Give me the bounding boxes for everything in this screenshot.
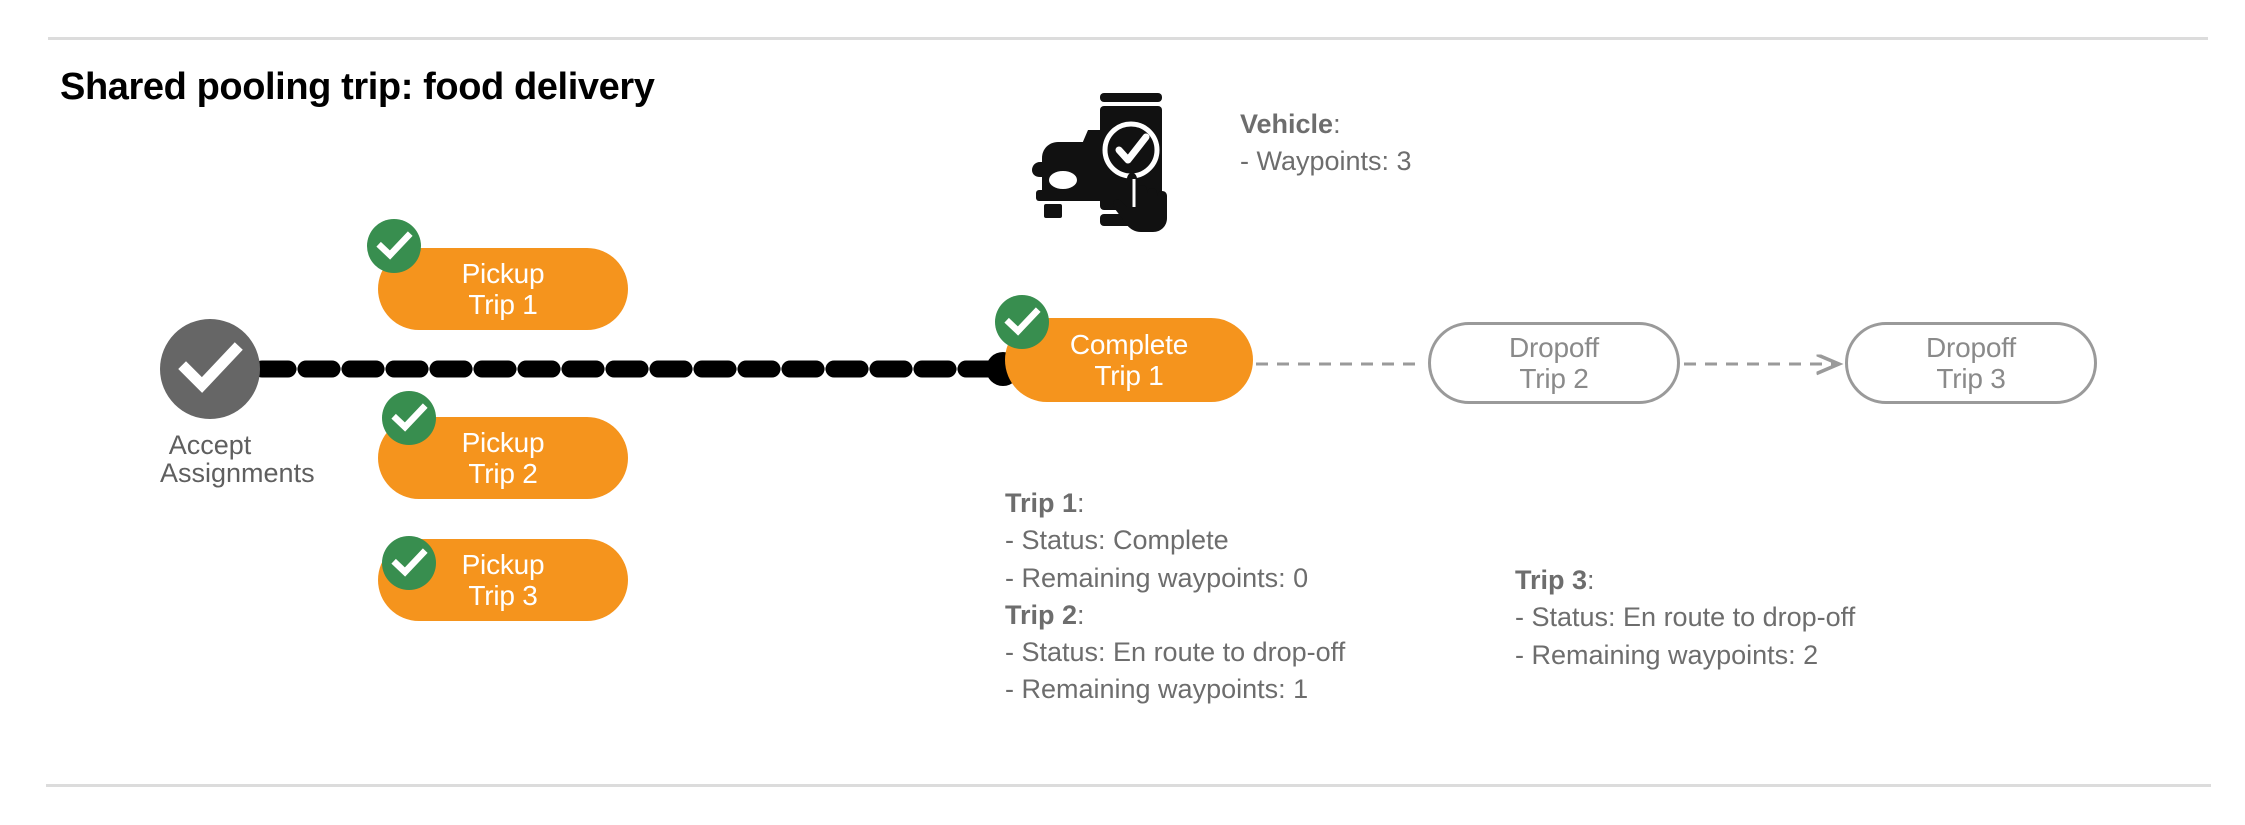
trip1-heading-row: Trip 1: <box>1005 485 1345 522</box>
check-badge-icon-complete-trip-1 <box>995 295 1049 349</box>
node-accept-assignments[interactable]: Accept Assignments <box>160 319 315 489</box>
vehicle-waypoints: - Waypoints: 3 <box>1240 146 1412 177</box>
divider-bottom <box>46 784 2211 787</box>
trip1-status: - Status: Complete <box>1005 525 1229 556</box>
trip2-status: - Status: En route to drop-off <box>1005 637 1346 667</box>
vehicle-heading-row: Vehicle: <box>1240 106 1412 143</box>
trip1-heading-suffix: : <box>1077 488 1085 518</box>
page-title: Shared pooling trip: food delivery <box>60 66 655 108</box>
trip-details-left: Trip 1: - Status: Complete - Remaining w… <box>1005 485 1345 709</box>
accept-check-circle <box>160 319 260 419</box>
trip3-heading-suffix: : <box>1587 565 1595 595</box>
node-dropoff-trip-2[interactable]: Dropoff Trip 2 <box>1428 322 1680 404</box>
dropoff-3-line2: Trip 3 <box>1936 363 2006 394</box>
node-pickup-trip-1[interactable]: Pickup Trip 1 <box>378 248 628 330</box>
check-circle-icon <box>178 342 243 393</box>
trip3-remaining: - Remaining waypoints: 2 <box>1515 639 1819 670</box>
pickup-3-line2: Trip 3 <box>468 580 538 611</box>
complete-line1: Complete <box>1069 328 1189 360</box>
pickup-2-line1: Pickup <box>461 426 545 458</box>
vehicle-heading: Vehicle <box>1240 109 1334 139</box>
accept-label-line2: Assignments <box>160 458 315 489</box>
vehicle-heading-suffix: : <box>1333 109 1341 139</box>
trip2-heading: Trip 2 <box>1005 599 1078 630</box>
trip1-heading: Trip 1 <box>1005 488 1078 518</box>
trip2-heading-row: Trip 2: <box>1005 597 1345 634</box>
pickup-1-line1: Pickup <box>461 257 545 289</box>
trip3-status: - Status: En route to drop-off <box>1515 602 1856 633</box>
trip2-remaining: - Remaining waypoints: 1 <box>1005 674 1309 705</box>
pickup-2-line2: Trip 2 <box>468 458 538 489</box>
complete-line2: Trip 1 <box>1094 360 1164 391</box>
node-accept-label: Accept Assignments <box>160 430 315 489</box>
accept-label-line1: Accept <box>168 430 252 460</box>
check-badge-icon-pickup-2 <box>382 391 436 445</box>
pickup-1-line2: Trip 1 <box>468 289 538 320</box>
pickup-3-line1: Pickup <box>461 548 545 580</box>
trip3-heading: Trip 3 <box>1515 565 1588 595</box>
trip-details-right: Trip 3: - Status: En route to drop-off -… <box>1515 562 1855 674</box>
car-phone-check-icon <box>1030 88 1190 233</box>
node-pickup-trip-2[interactable]: Pickup Trip 2 <box>378 417 628 499</box>
divider-top <box>48 37 2208 40</box>
trip1-remaining: - Remaining waypoints: 0 <box>1005 562 1309 593</box>
node-dropoff-trip-3[interactable]: Dropoff Trip 3 <box>1845 322 2097 404</box>
dropoff-2-line1: Dropoff <box>1509 331 1599 363</box>
dropoff-2-line2: Trip 2 <box>1519 363 1589 394</box>
vehicle-info-block: Vehicle: - Waypoints: 3 <box>1240 106 1412 181</box>
trip3-heading-row: Trip 3: <box>1515 562 1855 599</box>
check-badge-icon-pickup-1 <box>367 219 421 273</box>
trip2-heading-suffix: : <box>1077 599 1085 630</box>
dropoff-3-line1: Dropoff <box>1926 331 2016 363</box>
check-badge-icon-pickup-3 <box>382 536 436 590</box>
